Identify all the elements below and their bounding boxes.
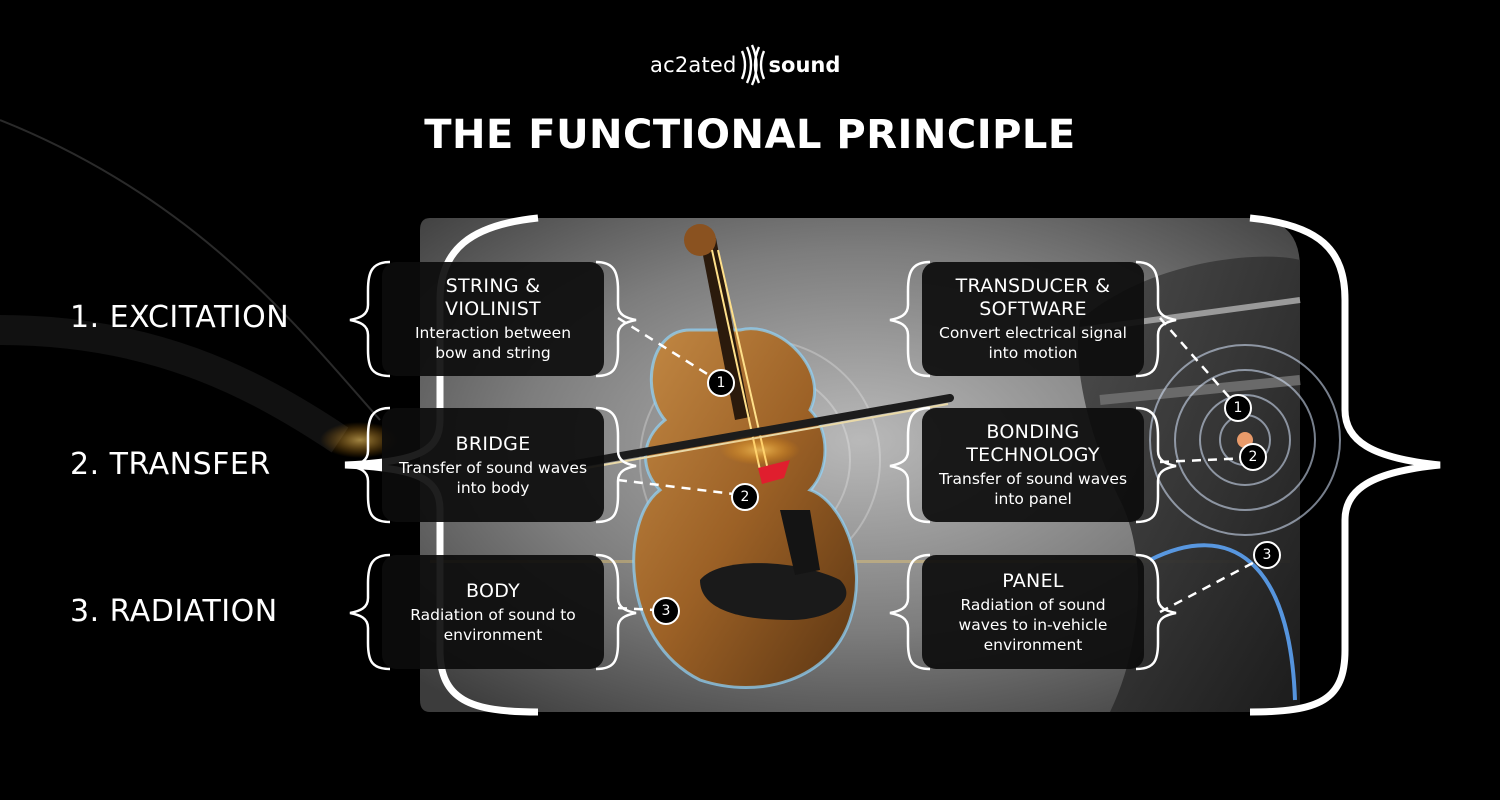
page-title: THE FUNCTIONAL PRINCIPLE bbox=[424, 112, 1076, 158]
vehicle-box-bonding: BONDING TECHNOLOGY Transfer of sound wav… bbox=[922, 408, 1144, 522]
violin-box-string-title: STRING & VIOLINIST bbox=[445, 275, 541, 320]
vehicle-box-transducer: TRANSDUCER & SOFTWARE Convert electrical… bbox=[922, 262, 1144, 376]
vehicle-box-transducer-title: TRANSDUCER & SOFTWARE bbox=[955, 275, 1111, 320]
violin-box-bridge-title: BRIDGE bbox=[455, 432, 531, 455]
stage-label-radiation: 3. RADIATION bbox=[70, 594, 278, 629]
vehicle-marker-1: 1 bbox=[1224, 394, 1252, 422]
brand-logo: ac2ated sound bbox=[650, 42, 850, 88]
logo-text-part1: ac2ated bbox=[650, 53, 737, 77]
violin-box-string-desc: Interaction between bow and string bbox=[414, 324, 572, 362]
vehicle-box-panel: PANEL Radiation of sound waves to in-veh… bbox=[922, 555, 1144, 669]
vehicle-box-bonding-desc: Transfer of sound waves into panel bbox=[938, 470, 1128, 508]
violin-marker-2: 2 bbox=[731, 483, 759, 511]
violin-box-bridge-desc: Transfer of sound waves into body bbox=[398, 458, 588, 497]
violin-marker-3: 3 bbox=[652, 597, 680, 625]
violin-box-body-desc: Radiation of sound to environment bbox=[410, 605, 576, 644]
sound-wave-icon bbox=[740, 44, 765, 86]
violin-box-body-title: BODY bbox=[465, 579, 521, 602]
vehicle-box-bonding-title: BONDING TECHNOLOGY bbox=[966, 421, 1100, 466]
stage-label-transfer: 2. TRANSFER bbox=[70, 447, 271, 482]
logo-text-part2: sound bbox=[768, 53, 841, 77]
violin-marker-1: 1 bbox=[707, 369, 735, 397]
vehicle-box-panel-title: PANEL bbox=[1002, 569, 1064, 592]
violin-box-string: STRING & VIOLINIST Interaction between b… bbox=[382, 262, 604, 376]
vehicle-box-panel-desc: Radiation of sound waves to in-vehicle e… bbox=[958, 595, 1108, 654]
vehicle-box-transducer-desc: Convert electrical signal into motion bbox=[939, 324, 1127, 362]
stage-label-excitation: 1. EXCITATION bbox=[70, 300, 290, 335]
violin-box-body: BODY Radiation of sound to environment bbox=[382, 555, 604, 669]
violin-box-bridge: BRIDGE Transfer of sound waves into body bbox=[382, 408, 604, 522]
vehicle-marker-3: 3 bbox=[1253, 541, 1281, 569]
vehicle-marker-2: 2 bbox=[1239, 443, 1267, 471]
